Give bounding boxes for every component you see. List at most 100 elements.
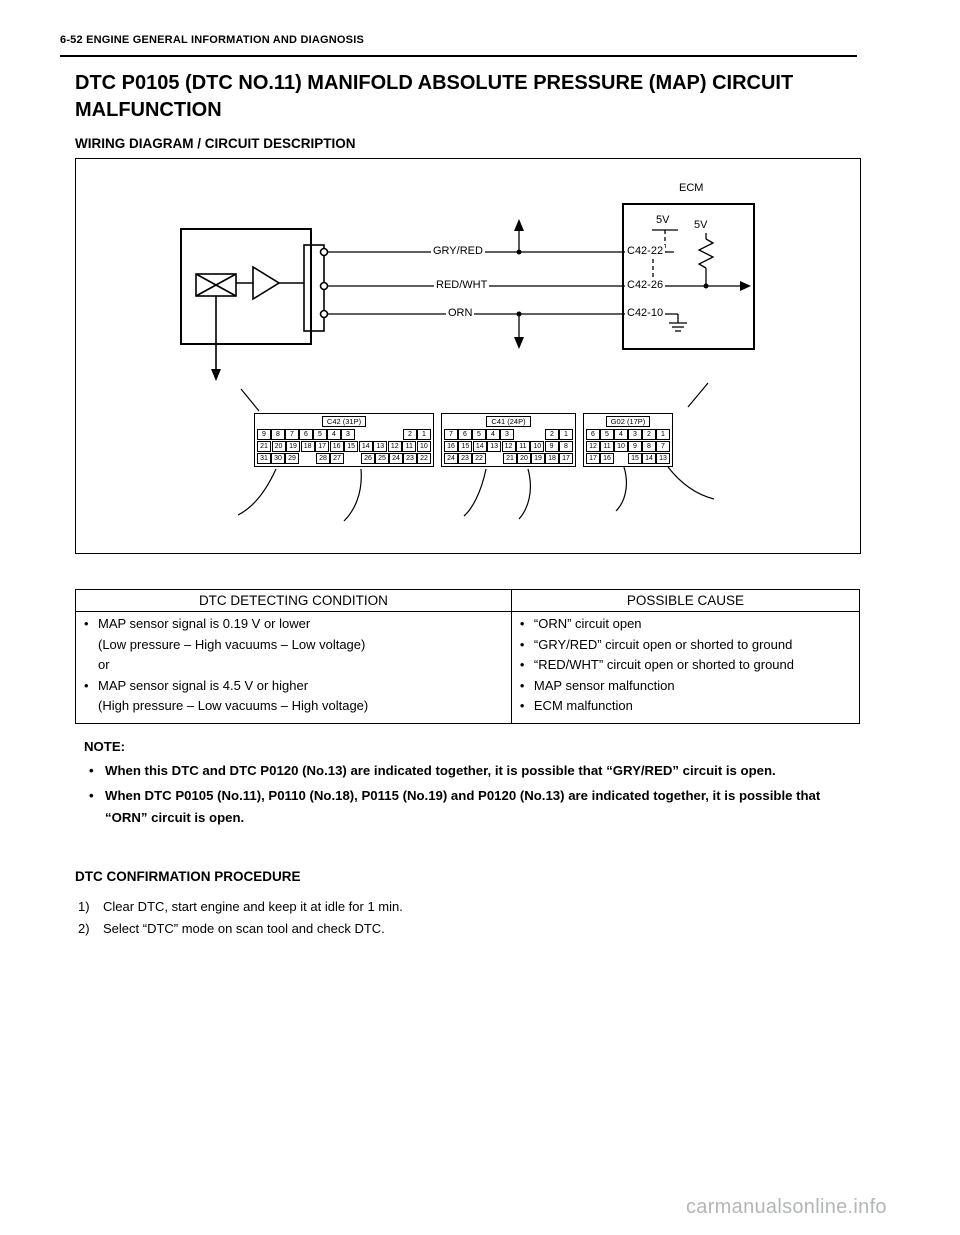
- pin-12: 12: [501, 441, 516, 452]
- list-item: or: [98, 657, 110, 672]
- list-item: “RED/WHT” circuit open or shorted to gro…: [516, 655, 853, 676]
- pin-5: 5: [313, 429, 327, 440]
- pin-4: 4: [327, 429, 341, 440]
- connector-label: G02 (17P): [605, 416, 651, 427]
- pin-gap: [614, 453, 628, 464]
- procedure-step: 1) Clear DTC, start engine and keep it at…: [78, 896, 798, 918]
- step-number: 1): [78, 899, 90, 914]
- ecm-box: [622, 203, 755, 350]
- pin-5: 5: [472, 429, 486, 440]
- pin-21: 21: [257, 441, 271, 452]
- pin-23: 23: [403, 453, 417, 464]
- note-item: When this DTC and DTC P0120 (No.13) are …: [84, 760, 860, 782]
- pin-11: 11: [515, 441, 530, 452]
- list-item: ECM malfunction: [516, 696, 853, 717]
- pin-22: 22: [417, 453, 431, 464]
- pin-7: 7: [444, 429, 458, 440]
- note-label: NOTE:: [84, 739, 126, 754]
- pin-8: 8: [271, 429, 285, 440]
- procedure-steps: 1) Clear DTC, start engine and keep it at…: [78, 896, 798, 940]
- step-text: Select “DTC” mode on scan tool and check…: [103, 921, 385, 936]
- pin-c42-22-label: C42-22: [625, 245, 666, 258]
- wiring-section-heading: WIRING DIAGRAM / CIRCUIT DESCRIPTION: [75, 136, 356, 151]
- circuit-drawing: [180, 203, 755, 522]
- pin-6: 6: [299, 429, 313, 440]
- pin-17: 17: [315, 441, 330, 452]
- step-number: 2): [78, 921, 90, 936]
- arrows: [211, 219, 751, 381]
- wires: [327, 229, 740, 339]
- pin-14: 14: [358, 441, 373, 452]
- list-item: MAP sensor signal is 4.5 V or higher: [80, 676, 505, 697]
- pin-gap: [514, 429, 545, 440]
- pin-10: 10: [614, 441, 628, 452]
- possible-cause-cell: “ORN” circuit open“GRY/RED” circuit open…: [510, 611, 861, 724]
- 5v-pullup-label: 5V: [692, 219, 710, 232]
- pin-12: 12: [387, 441, 402, 452]
- wire-red-wht-label: RED/WHT: [434, 279, 490, 292]
- pin-3: 3: [628, 429, 642, 440]
- note-section: NOTE: When this DTC and DTC P0120 (No.13…: [84, 739, 860, 832]
- pin-gap: [344, 453, 361, 464]
- pin-2: 2: [545, 429, 559, 440]
- pin-18: 18: [545, 453, 559, 464]
- step-text: Clear DTC, start engine and keep it at i…: [103, 899, 403, 914]
- pin-gap: [299, 453, 316, 464]
- header-rule: [60, 55, 857, 57]
- 5v-supply-label: 5V: [654, 214, 672, 227]
- pin-13: 13: [373, 441, 388, 452]
- pin-12: 12: [586, 441, 600, 452]
- pin-10: 10: [530, 441, 545, 452]
- wire-orn-label: ORN: [446, 307, 475, 320]
- pin-16: 16: [600, 453, 614, 464]
- page-title: DTC P0105 (DTC NO.11) MANIFOLD ABSOLUTE …: [75, 72, 794, 121]
- pin-11: 11: [402, 441, 417, 452]
- pin-4: 4: [486, 429, 500, 440]
- connector-label: C41 (24P): [486, 416, 531, 427]
- pin-15: 15: [628, 453, 642, 464]
- pin-15: 15: [344, 441, 359, 452]
- pin-21: 21: [503, 453, 517, 464]
- connector-leads: [237, 382, 715, 522]
- connector-label: C42 (31P): [321, 416, 367, 427]
- pin-14: 14: [472, 441, 487, 452]
- list-item: MAP sensor signal is 0.19 V or lower: [80, 614, 505, 635]
- pin-16: 16: [329, 441, 344, 452]
- pin-20: 20: [271, 441, 286, 452]
- list-item: (High pressure – Low vacuums – High volt…: [98, 698, 369, 713]
- pin-c42-26-label: C42-26: [625, 279, 666, 292]
- watermark: carmanualsonline.info: [686, 1196, 887, 1218]
- pin-13: 13: [487, 441, 502, 452]
- pin-9: 9: [257, 429, 271, 440]
- pin-24: 24: [389, 453, 403, 464]
- pin-22: 22: [472, 453, 486, 464]
- pin-7: 7: [656, 441, 670, 452]
- confirmation-heading: DTC CONFIRMATION PROCEDURE: [75, 869, 301, 884]
- note-item: When DTC P0105 (No.11), P0110 (No.18), P…: [84, 785, 860, 829]
- pin-31: 31: [257, 453, 271, 464]
- pin-19: 19: [531, 453, 545, 464]
- pin-14: 14: [642, 453, 656, 464]
- pin-17: 17: [586, 453, 600, 464]
- pin-9: 9: [544, 441, 559, 452]
- pin-30: 30: [271, 453, 285, 464]
- pin-6: 6: [458, 429, 472, 440]
- pin-9: 9: [628, 441, 642, 452]
- pin-1: 1: [559, 429, 573, 440]
- page-running-header: 6-52 ENGINE GENERAL INFORMATION AND DIAG…: [60, 34, 364, 46]
- pin-27: 27: [330, 453, 344, 464]
- pin-2: 2: [642, 429, 656, 440]
